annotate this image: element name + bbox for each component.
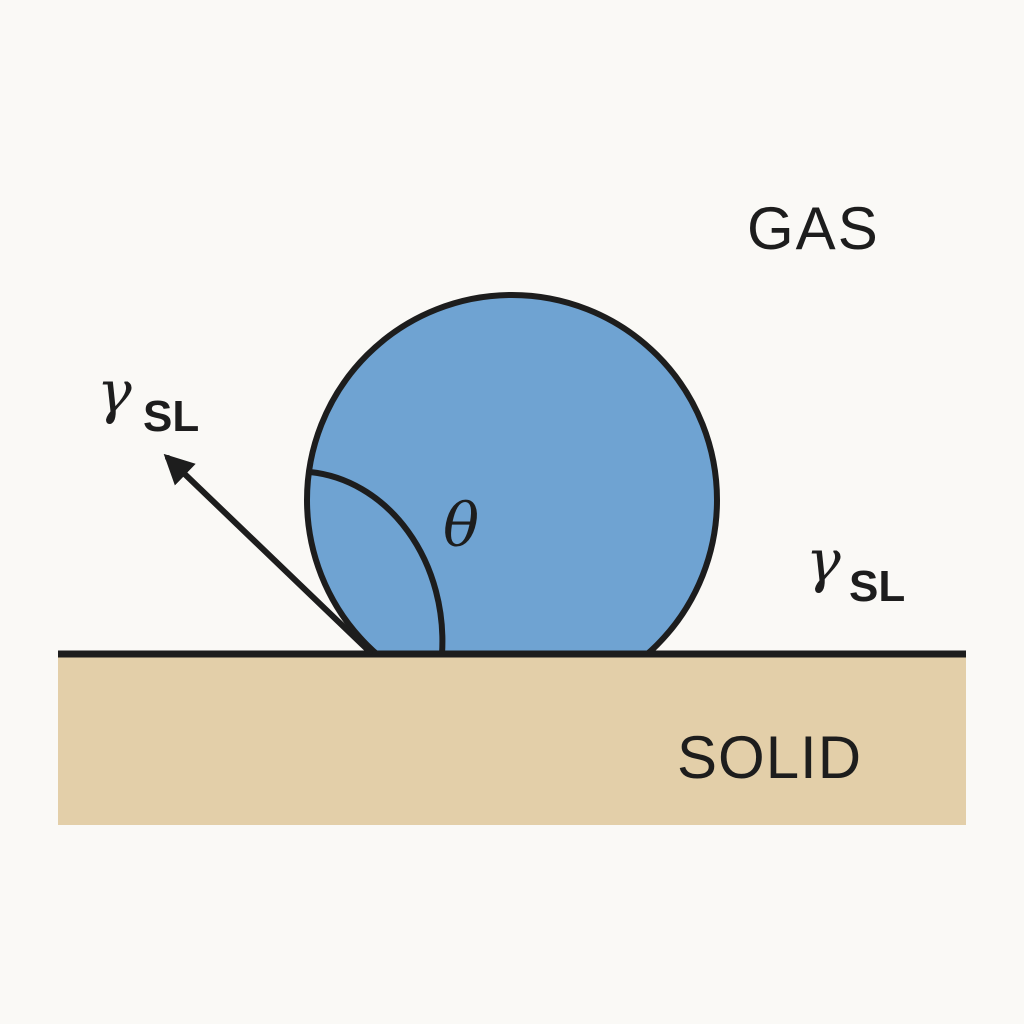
- contact-angle-arc: [309, 469, 446, 654]
- solid-substrate: [58, 655, 966, 825]
- droplet-group: [304, 292, 720, 654]
- gamma-subscript-right: SL: [849, 562, 905, 611]
- gamma-symbol-right: γ: [806, 527, 841, 595]
- gas-label: GAS: [747, 195, 880, 262]
- gamma-subscript-left: SL: [143, 392, 199, 441]
- solid-label: SOLID: [677, 724, 862, 791]
- gamma-label-left: γ SL: [97, 358, 199, 441]
- contact-angle-theta: θ: [443, 491, 479, 561]
- gamma-label-right: γ SL: [806, 527, 905, 611]
- liquid-droplet: [304, 292, 720, 654]
- tension-vector-arrow: [163, 453, 373, 655]
- gamma-symbol-left: γ: [97, 358, 132, 426]
